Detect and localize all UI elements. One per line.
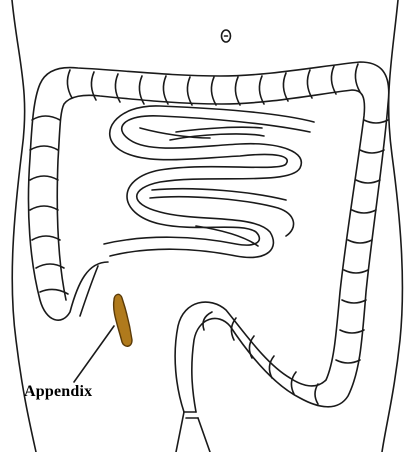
rectum bbox=[176, 412, 210, 452]
descending-colon-segments bbox=[336, 120, 388, 363]
appendix bbox=[114, 294, 132, 346]
large-intestine-inner bbox=[57, 90, 364, 412]
appendix-label: Appendix bbox=[24, 383, 92, 401]
sigmoid-colon-segments bbox=[203, 312, 318, 404]
appendix-pointer bbox=[74, 326, 114, 382]
large-intestine-outer bbox=[28, 62, 388, 412]
small-intestine bbox=[104, 106, 314, 258]
ascending-colon-segments bbox=[30, 116, 68, 294]
navel-icon bbox=[222, 30, 231, 42]
torso-right-outline bbox=[382, 0, 402, 452]
